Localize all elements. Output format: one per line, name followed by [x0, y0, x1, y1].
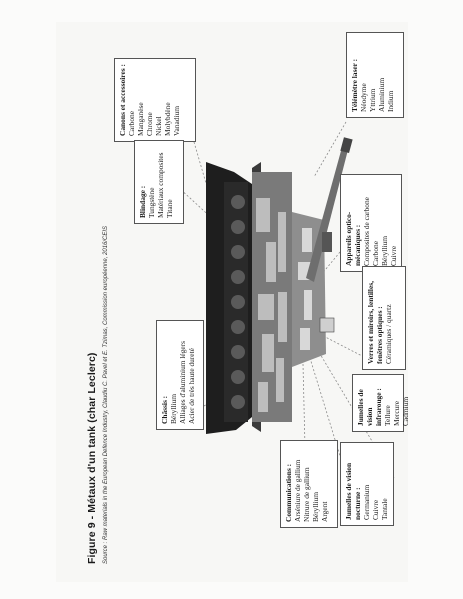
- tank-wheels: [231, 195, 245, 409]
- callout-appareils-item: Béryllium: [380, 236, 389, 266]
- callout-chassis-item: Acier de très haute dureté: [187, 348, 196, 424]
- callout-blindage-item: Matériaux composites: [156, 152, 165, 218]
- leader-blindage: [177, 186, 217, 223]
- callout-telemetre: Télémètre laser : Néodyme Yttrium Alumin…: [346, 32, 404, 118]
- callout-jumelles-infrarouge-item: Tellure: [383, 405, 392, 426]
- callout-canons-item: Carbone: [127, 110, 136, 136]
- callout-communications-item: Argent: [320, 501, 329, 522]
- callout-verres: Verres et miroirs, lentilles, fenêtres o…: [362, 266, 406, 370]
- callout-appareils-item: Cuivre: [389, 245, 398, 266]
- tank-sight: [319, 317, 335, 333]
- tank-skirt-panels: [256, 198, 287, 412]
- callout-communications-title: Communications :: [284, 463, 293, 522]
- callout-canons-item: Nickel: [154, 116, 163, 136]
- callout-communications-item: Arséniure de gallium: [293, 459, 302, 522]
- callout-jumelles-nocturne-item: Germanium: [362, 484, 371, 520]
- callout-telemetre-item: Aluminium: [377, 77, 386, 112]
- tank-illustration: [206, 137, 353, 434]
- callout-canons-item: Molybdène: [163, 102, 172, 136]
- callout-chassis: Châssis : Béryllium Alliages d'aluminium…: [156, 320, 204, 430]
- callout-chassis-item: Alliages d'aluminium légers: [178, 340, 187, 424]
- callout-telemetre-item: Yttrium: [368, 88, 377, 112]
- callout-canons-item: Manganèse: [136, 102, 145, 136]
- tank-hatch: [322, 232, 332, 252]
- rotated-figure: Figure 9 - Métaux d'un tank (char Lecler…: [56, 22, 410, 582]
- callout-appareils-title: Appareils optico-mécaniques :: [344, 211, 362, 266]
- callout-verres-item: Céramiques / quartz: [384, 304, 393, 364]
- document-sheet: Figure 9 - Métaux d'un tank (char Lecler…: [56, 22, 410, 582]
- callout-appareils-item: Composites de carbone: [362, 197, 371, 266]
- tank-gun-barrel: [306, 140, 350, 282]
- callout-jumelles-nocturne: Jumelles de vision nocturne : Germanium …: [340, 442, 394, 526]
- leader-telemetre: [313, 121, 347, 178]
- callout-jumelles-infrarouge-item: Mercure: [392, 400, 401, 426]
- callout-appareils-item: Carbone: [371, 240, 380, 266]
- callout-communications: Communications : Arséniure de gallium Ni…: [280, 440, 338, 528]
- callout-chassis-title: Châssis :: [160, 395, 169, 424]
- callout-telemetre-item: Indium: [386, 90, 395, 112]
- callout-canons-title: Canons et accessoires :: [118, 64, 127, 136]
- callout-jumelles-infrarouge-title: Jumelles de vision infrarouge :: [356, 388, 383, 426]
- callout-jumelles-infrarouge-item: Cadmium: [401, 396, 410, 426]
- callout-jumelles-nocturne-title: Jumelles de vision nocturne :: [344, 462, 362, 520]
- callout-blindage-item: Titane: [165, 199, 174, 218]
- tank-muzzle: [340, 137, 353, 154]
- callout-blindage: Blindage : Tungstène Matériaux composite…: [134, 140, 184, 224]
- callout-canons-item: Vanadium: [172, 106, 181, 136]
- callout-canons: Canons et accessoires : Carbone Manganès…: [114, 58, 196, 142]
- leader-verres: [305, 326, 365, 358]
- callout-verres-title: Verres et miroirs, lentilles, fenêtres o…: [366, 281, 384, 364]
- callout-jumelles-nocturne-item: Cuivre: [371, 499, 380, 520]
- callout-blindage-item: Tungstène: [147, 187, 156, 218]
- callout-canons-item: Chrome: [145, 112, 154, 136]
- callout-jumelles-infrarouge: Jumelles de vision infrarouge : Tellure …: [352, 374, 410, 432]
- callout-blindage-title: Blindage :: [138, 185, 147, 218]
- callout-communications-item: Béryllium: [311, 492, 320, 522]
- callout-telemetre-title: Télémètre laser :: [350, 58, 359, 112]
- leader-lines: [177, 121, 395, 491]
- callout-jumelles-nocturne-item: Tantale: [380, 498, 389, 520]
- callout-appareils: Appareils optico-mécaniques : Composites…: [340, 174, 402, 272]
- callout-chassis-item: Béryllium: [169, 394, 178, 424]
- callout-communications-item: Nitrure de gallium: [302, 467, 311, 522]
- callout-telemetre-item: Néodyme: [359, 83, 368, 112]
